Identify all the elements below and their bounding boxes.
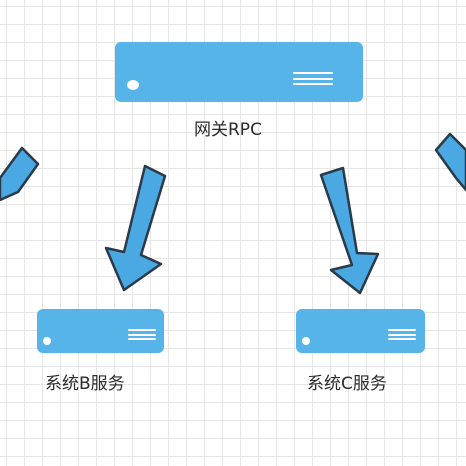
gateway-label: 网关RPC (194, 120, 262, 140)
server-indicator-light (302, 337, 310, 345)
server-vent-lines (128, 329, 156, 340)
service-b-label: 系统B服务 (45, 374, 125, 394)
arrow-to-service-b (104, 164, 167, 292)
server-indicator-light (43, 337, 51, 345)
service-b-server-icon (37, 309, 164, 353)
server-indicator-light (127, 80, 139, 90)
arrow-left-partial (0, 146, 40, 202)
service-c-server-icon (296, 309, 425, 353)
arrow-to-service-c (319, 166, 380, 295)
server-vent-lines (388, 329, 416, 340)
service-c-label: 系统C服务 (307, 374, 387, 394)
arrow-right-partial (434, 132, 466, 192)
server-vent-lines (293, 72, 333, 85)
